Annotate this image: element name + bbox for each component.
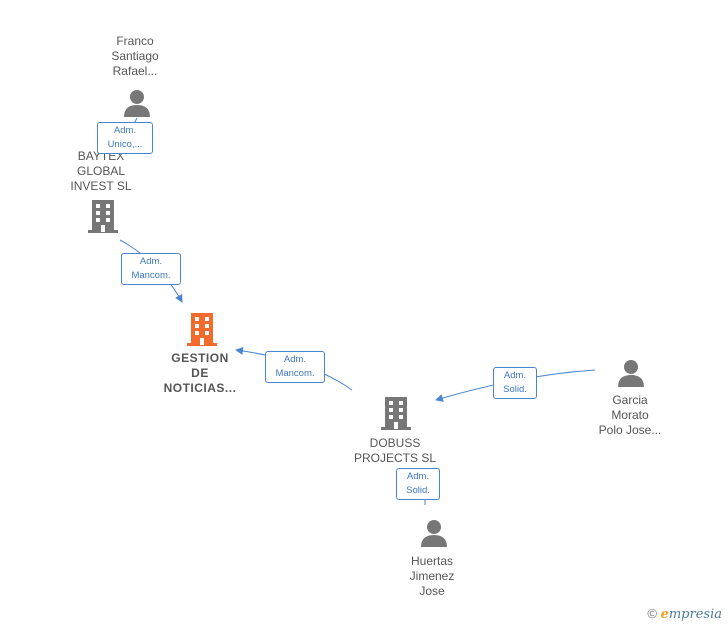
main-company-building-icon[interactable] <box>186 312 218 347</box>
empresia-logo: empresia <box>660 607 722 622</box>
node-dobuss-label[interactable]: DOBUSS PROJECTS SL <box>353 436 437 465</box>
footer-brand[interactable]: © empresia <box>647 606 722 622</box>
badge-huertas-dobuss[interactable]: Adm. Solid. <box>396 468 440 500</box>
node-baytex-label[interactable]: BAYTEX GLOBAL INVEST SL <box>70 149 132 193</box>
building-icon[interactable] <box>380 396 412 431</box>
node-huertas-label[interactable]: Huertas Jimenez Jose <box>409 554 455 598</box>
person-icon[interactable] <box>122 88 152 118</box>
node-garcia-label[interactable]: Garcia Morato Polo Jose... <box>598 393 662 437</box>
building-icon[interactable] <box>87 199 119 234</box>
badge-dobuss-gestion[interactable]: Adm. Mancom. <box>265 351 325 383</box>
node-franco-label[interactable]: Franco Santiago Rafael... <box>111 34 159 78</box>
badge-franco-baytex[interactable]: Adm. Unico,... <box>97 122 153 154</box>
badge-baytex-gestion[interactable]: Adm. Mancom. <box>121 253 181 285</box>
person-icon[interactable] <box>419 518 449 548</box>
copyright-icon: © <box>647 606 657 621</box>
person-icon[interactable] <box>616 358 646 388</box>
badge-garcia-dobuss[interactable]: Adm. Solid. <box>493 367 537 399</box>
node-gestion-label[interactable]: GESTION DE NOTICIAS... <box>163 351 237 395</box>
